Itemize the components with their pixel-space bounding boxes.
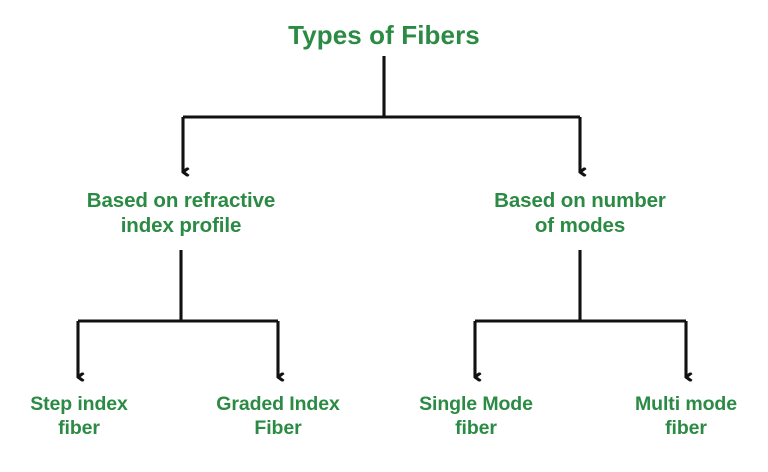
node-graded-index-fiber: Graded Index Fiber [216, 393, 340, 439]
node-multi-mode-fiber: Multi mode fiber [635, 393, 737, 439]
node-single-mode-fiber: Single Mode fiber [419, 393, 533, 439]
node-types-of-fibers: Types of Fibers [288, 20, 480, 50]
node-based-on-refractive-index-profile: Based on refractive index profile [86, 189, 276, 237]
node-based-on-number-of-modes: Based on number of modes [494, 189, 666, 237]
node-step-index-fiber: Step index fiber [30, 393, 128, 439]
